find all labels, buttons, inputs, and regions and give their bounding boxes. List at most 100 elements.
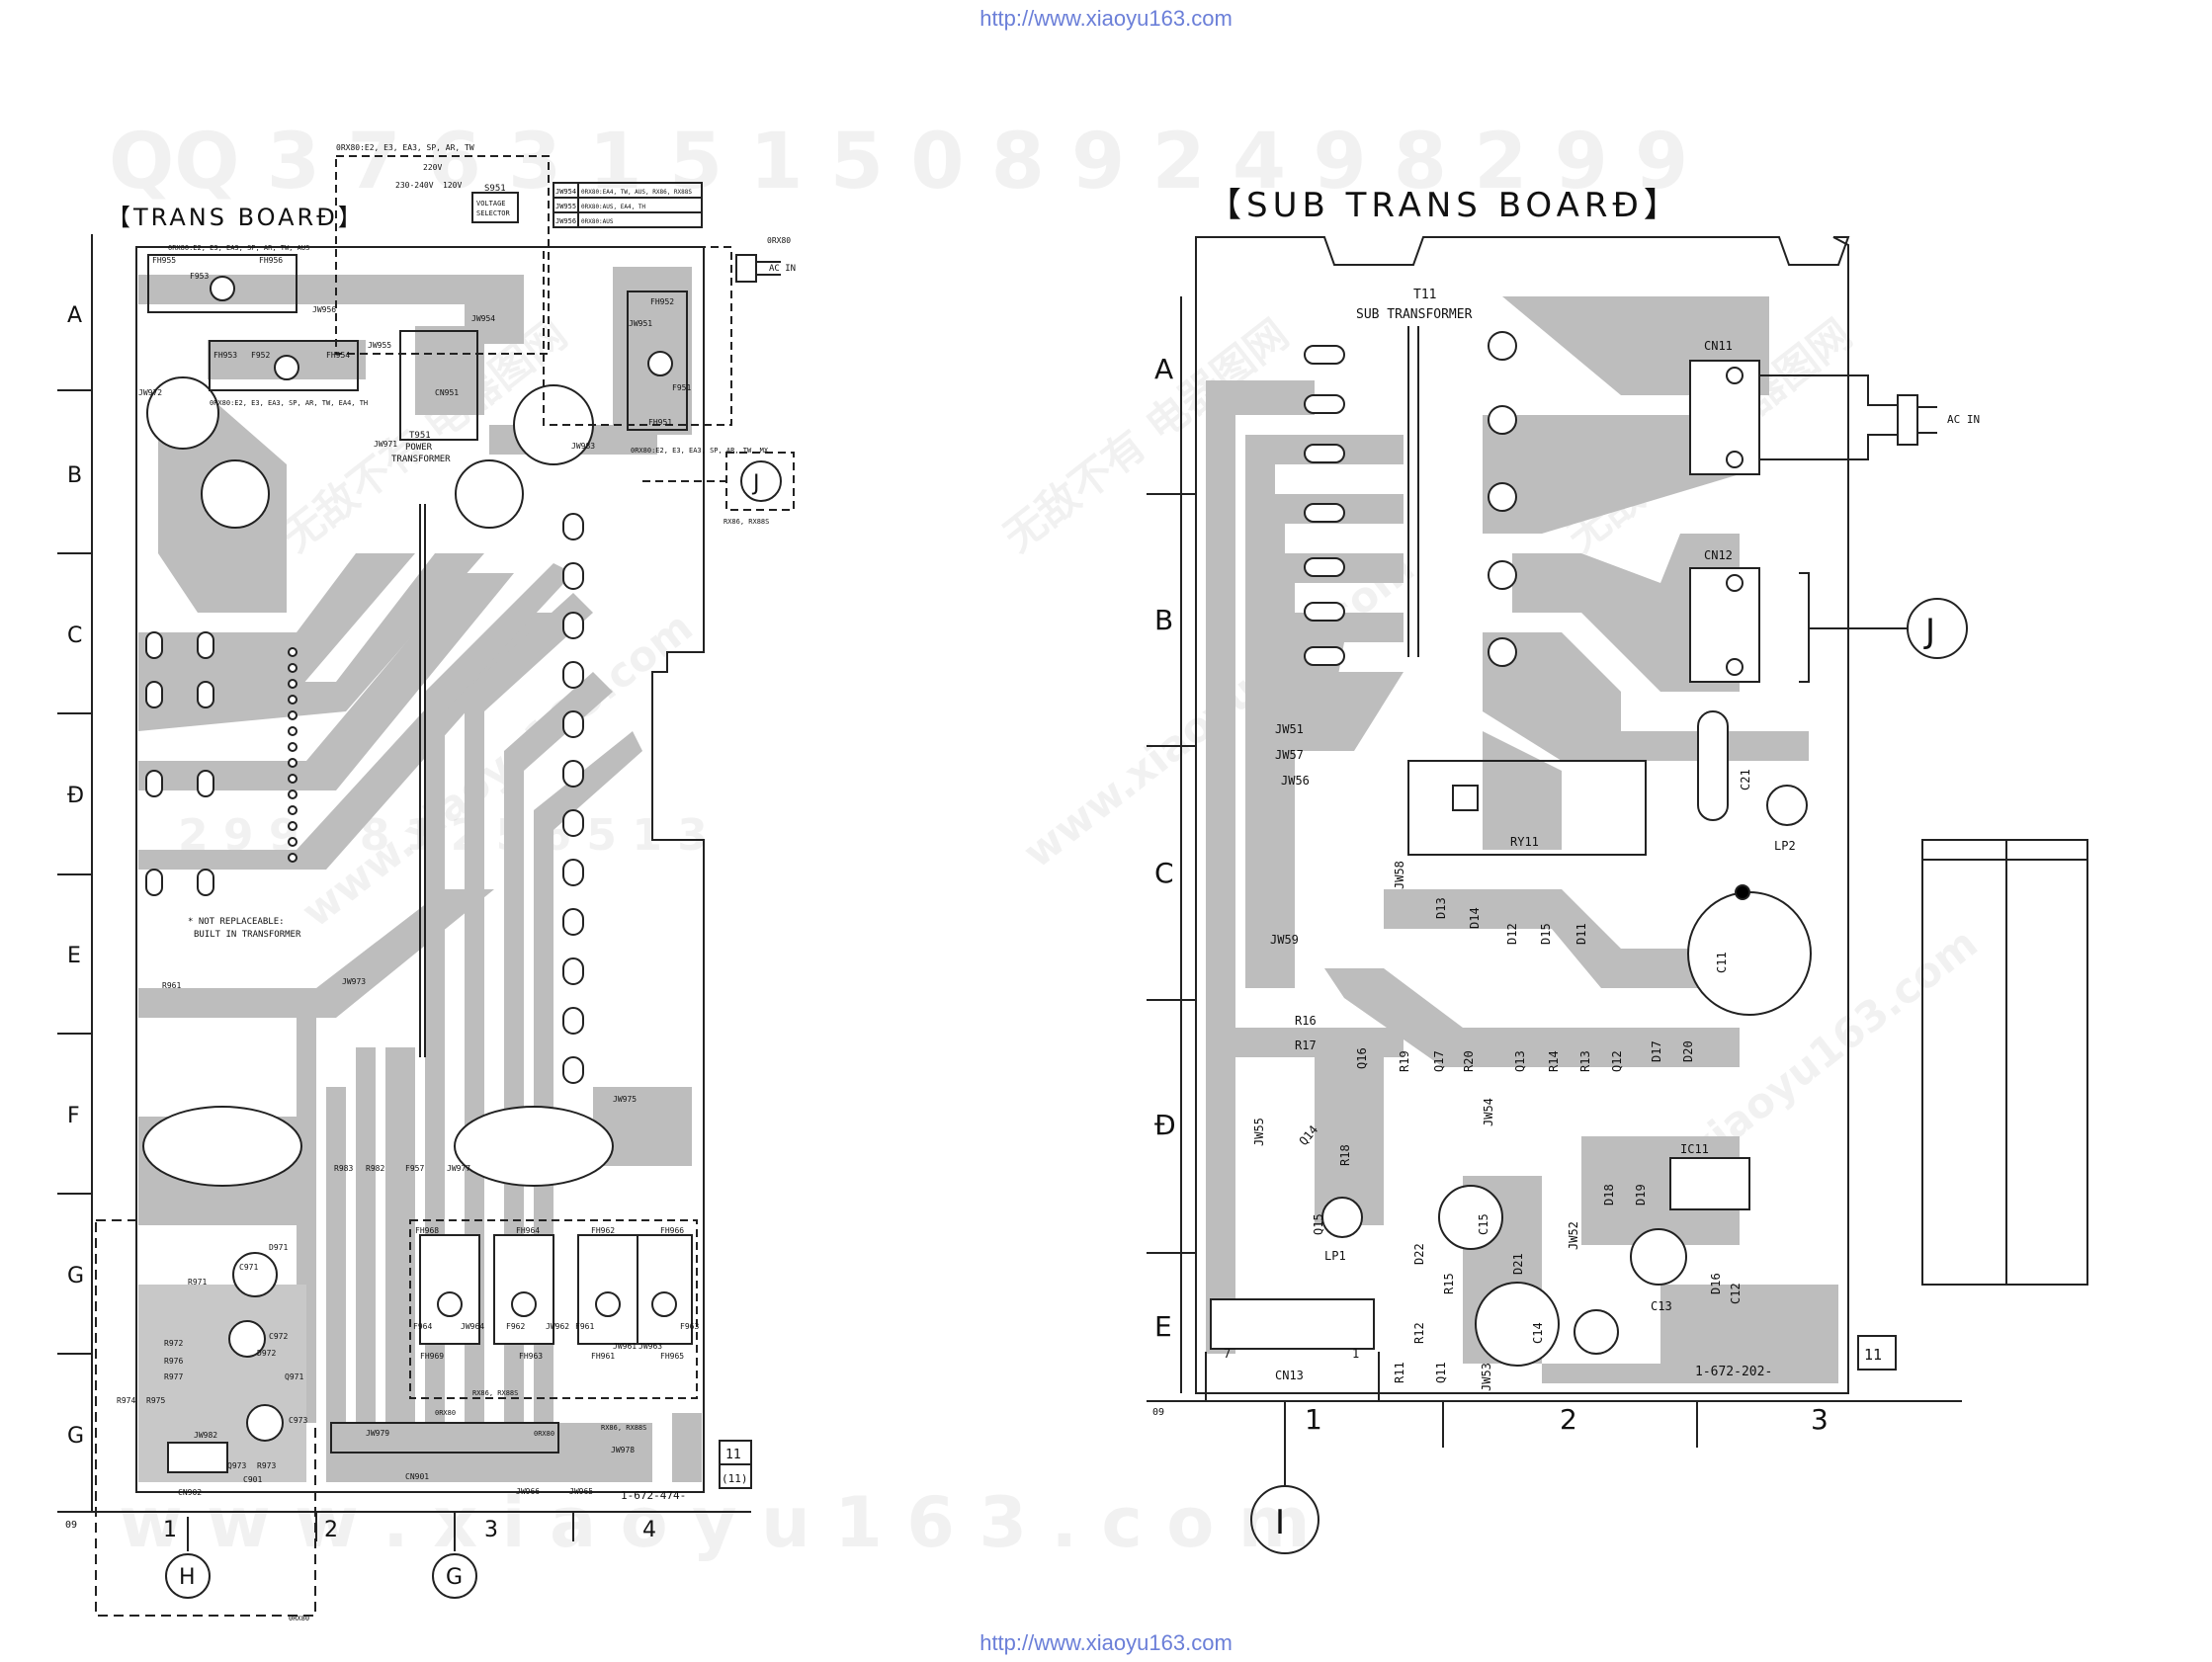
ref-c13: C13 xyxy=(1651,1299,1672,1313)
ref-jw962: JW962 xyxy=(546,1322,569,1331)
ref-cn13-pin7: 7 xyxy=(1224,1347,1231,1361)
ref-c11: C11 xyxy=(1715,952,1729,973)
ref-fh953: FH953 xyxy=(213,351,237,360)
c14-cap xyxy=(1475,1282,1560,1367)
fuse-block-top xyxy=(147,254,298,313)
ref-q15: Q15 xyxy=(1312,1213,1325,1235)
s951-desc1: VOLTAGE xyxy=(476,200,506,208)
trans-row-b: B xyxy=(67,463,82,488)
trans-row-c: C xyxy=(67,623,82,648)
ref-jw978: JW978 xyxy=(611,1446,635,1454)
cn12-label: CN12 xyxy=(1704,548,1733,562)
fuse-note-1: 0RX80:E2, E3, EA3, SP, AR, TW, AUS xyxy=(168,244,309,252)
ref-fh966: FH966 xyxy=(660,1226,684,1235)
t951-line1: POWER xyxy=(405,443,433,453)
header-url[interactable]: http://www.xiaoyu163.com xyxy=(979,6,1233,31)
sub-row-d: Đ xyxy=(1154,1109,1176,1141)
ref-d15: D15 xyxy=(1539,923,1553,945)
connector-g-label: G xyxy=(446,1565,463,1590)
connector-j-trans-label: J xyxy=(751,471,760,496)
sub-row-b: B xyxy=(1154,604,1173,636)
ref-jw52: JW52 xyxy=(1567,1221,1580,1250)
c15-cap xyxy=(1438,1185,1503,1250)
c21-cap xyxy=(1697,710,1729,821)
ref-c973: C973 xyxy=(289,1416,307,1425)
jt-ref-0: JW954 xyxy=(555,188,576,196)
ref-jw954: JW954 xyxy=(471,314,495,323)
side-table xyxy=(1921,839,2088,1286)
ic11 xyxy=(1669,1157,1750,1210)
ref-jw964: JW964 xyxy=(461,1322,484,1331)
ref-d13: D13 xyxy=(1434,897,1448,919)
ref-r19: R19 xyxy=(1398,1050,1411,1072)
sub-side-mark: 09 xyxy=(1152,1407,1164,1418)
ref-d16: D16 xyxy=(1709,1273,1723,1294)
ref-fh954: FH954 xyxy=(326,351,350,360)
jt-ref-2: JW956 xyxy=(555,217,576,225)
ref-r975: R975 xyxy=(146,1396,165,1405)
t11-top-pin xyxy=(1304,345,1345,365)
ref-q11: Q11 xyxy=(1434,1362,1448,1383)
cn13-label: CN13 xyxy=(1275,1369,1304,1382)
cn12-header xyxy=(1689,567,1760,683)
ref-fh961: FH961 xyxy=(591,1352,615,1361)
ref-r977: R977 xyxy=(164,1372,183,1381)
sub-board-num: 11 xyxy=(1864,1346,1882,1364)
sub-board-outline xyxy=(1195,236,1850,1394)
not-replaceable-2: BUILT IN TRANSFORMER xyxy=(194,930,301,940)
ref-r11: R11 xyxy=(1393,1362,1406,1383)
ref-jw982: JW982 xyxy=(194,1431,217,1440)
ref-d14: D14 xyxy=(1468,907,1482,929)
sub-col-1: 1 xyxy=(1305,1403,1322,1436)
not-replaceable-1: * NOT REPLACEABLE: xyxy=(188,917,285,927)
rx-note-1: RX86, RX88S xyxy=(472,1389,518,1397)
t951-line2: TRANSFORMER xyxy=(391,455,451,464)
watermark-domain: w w w . x i a o y u 1 6 3 . c o m xyxy=(119,1482,1311,1563)
connector-g xyxy=(432,1553,477,1599)
ref-jw58: JW58 xyxy=(1393,861,1406,889)
ref-jw963: JW963 xyxy=(638,1342,662,1351)
ref-fh963: FH963 xyxy=(519,1352,543,1361)
ref-r15: R15 xyxy=(1442,1273,1456,1294)
rx86-note: RX86, RX88S xyxy=(723,518,769,526)
ry11-label: RY11 xyxy=(1510,835,1539,849)
jt-ref-1: JW955 xyxy=(555,203,576,210)
ref-d18: D18 xyxy=(1602,1184,1616,1205)
ref-jw955: JW955 xyxy=(368,341,391,350)
lp2-lamp xyxy=(1766,785,1808,826)
ac-in-sub: AC IN xyxy=(1947,413,1980,426)
lp1-label: LP1 xyxy=(1324,1249,1346,1263)
ref-jw983: JW983 xyxy=(571,442,595,451)
footer-url[interactable]: http://www.xiaoyu163.com xyxy=(979,1630,1233,1655)
s951-ref: S951 xyxy=(484,184,506,194)
connector-h xyxy=(165,1553,211,1599)
jt-note-0: 0RX80:EA4, TW, AUS, RX86, RX88S xyxy=(581,189,692,196)
volt-220: 220V xyxy=(423,163,442,172)
ref-c972: C972 xyxy=(269,1332,288,1341)
ref-f957: F957 xyxy=(405,1164,424,1173)
connector-i xyxy=(1250,1485,1319,1554)
fuse-holder-area xyxy=(409,1219,698,1399)
sub-board-labels: A B C Đ E 1 2 3 09 T11 SUB TRANSFORMER A… xyxy=(1152,288,1980,1542)
ref-jw965: JW965 xyxy=(569,1487,593,1496)
trans-part-number: 1-672-474- xyxy=(621,1489,686,1502)
ref-q971: Q971 xyxy=(285,1372,303,1381)
ref-q16: Q16 xyxy=(1355,1047,1369,1069)
ac-in-plug-sub xyxy=(1897,394,1918,446)
ref-jw972: JW972 xyxy=(138,388,162,397)
ref-f951: F951 xyxy=(672,383,691,392)
fuse-block-right xyxy=(627,291,688,431)
cn11-header xyxy=(1689,360,1760,475)
c11-cap xyxy=(1687,891,1812,1016)
ref-d12: D12 xyxy=(1505,923,1519,945)
jt-note-1: 0RX80:AUS, EA4, TH xyxy=(581,204,645,210)
ref-jw961: JW961 xyxy=(613,1342,637,1351)
ref-q12: Q12 xyxy=(1610,1050,1624,1072)
connector-j-sub-label: J xyxy=(1923,612,1935,651)
trans-row-g2: G xyxy=(67,1424,84,1449)
ref-fh955: FH955 xyxy=(152,256,176,265)
ref-fh969: FH969 xyxy=(420,1352,444,1361)
t11-desc: SUB TRANSFORMER xyxy=(1356,307,1473,322)
ref-d972: D972 xyxy=(257,1349,276,1358)
s951-desc2: SELECTOR xyxy=(476,209,511,217)
